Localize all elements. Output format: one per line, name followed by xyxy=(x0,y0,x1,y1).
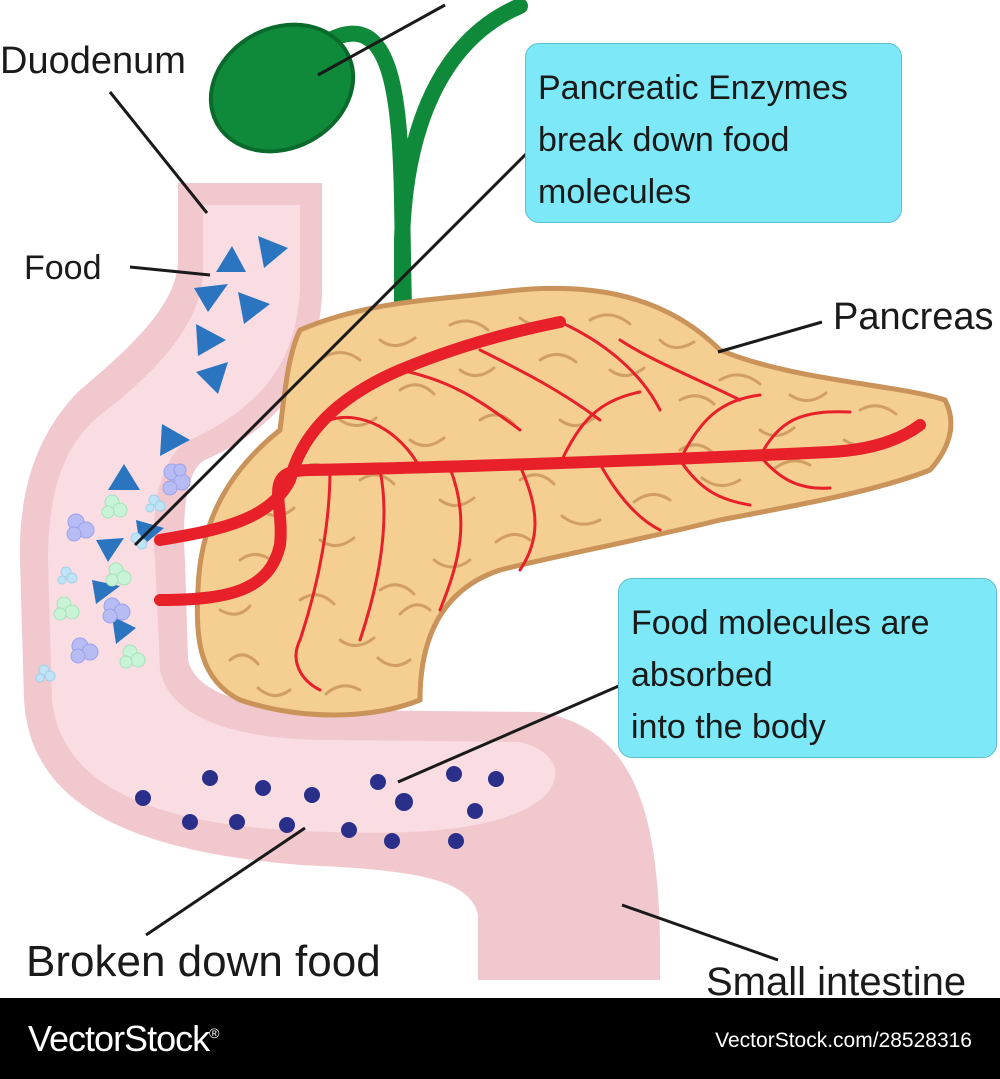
vessel-lower xyxy=(154,419,926,606)
digestive-diagram xyxy=(19,0,954,980)
label-small-intestine: Small intestine xyxy=(706,960,967,1004)
leader-enzymes xyxy=(133,148,532,547)
enzyme-clusters xyxy=(35,463,191,683)
leader-absorbed xyxy=(397,680,629,784)
leader-food xyxy=(129,265,211,277)
bile-duct-right xyxy=(394,0,528,320)
callout-enzymes-line-3: molecules xyxy=(538,173,692,211)
callout-enzymes: Pancreatic Enzymes break down food molec… xyxy=(525,43,902,223)
callout-enzymes-line-1: Pancreatic Enzymes xyxy=(538,69,848,107)
gallbladder xyxy=(208,0,528,320)
pancreas xyxy=(154,285,954,718)
gallbladder-sac xyxy=(208,22,356,154)
image-id: VectorStock.com/28528316 xyxy=(715,1029,972,1052)
pancreas-body xyxy=(194,285,954,718)
label-food: Food xyxy=(24,249,102,287)
callout-absorbed-line-3: into the body xyxy=(631,708,826,746)
callout-absorbed-line-1: Food molecules are xyxy=(631,604,930,642)
label-pancreas: Pancreas xyxy=(833,296,994,338)
leader-gallbladder xyxy=(317,3,446,77)
callout-absorbed-line-2: absorbed xyxy=(631,656,773,694)
leader-broken-food xyxy=(145,826,306,937)
blood-vessels xyxy=(154,316,926,692)
food-particles xyxy=(92,236,288,644)
brand-name: VectorStock xyxy=(28,1018,210,1059)
leader-pancreas xyxy=(717,320,823,354)
label-broken-down-food: Broken down food xyxy=(26,937,381,986)
callout-enzymes-line-2: break down food xyxy=(538,121,790,159)
vessel-upper xyxy=(154,316,566,546)
label-duodenum: Duodenum xyxy=(0,40,186,82)
leader-small-intestine xyxy=(621,903,779,962)
broken-down-food-dots xyxy=(135,766,504,849)
leader-duodenum xyxy=(108,91,209,214)
brand-logo[interactable]: VectorStock® xyxy=(28,1018,219,1060)
footer-bar: VectorStock® VectorStock.com/28528316 xyxy=(0,998,1000,1079)
leader-lines xyxy=(108,3,823,962)
callout-absorbed: Food molecules are absorbed into the bod… xyxy=(618,578,997,758)
brand-registered-mark: ® xyxy=(209,1025,219,1041)
intestine-inner xyxy=(48,205,556,833)
